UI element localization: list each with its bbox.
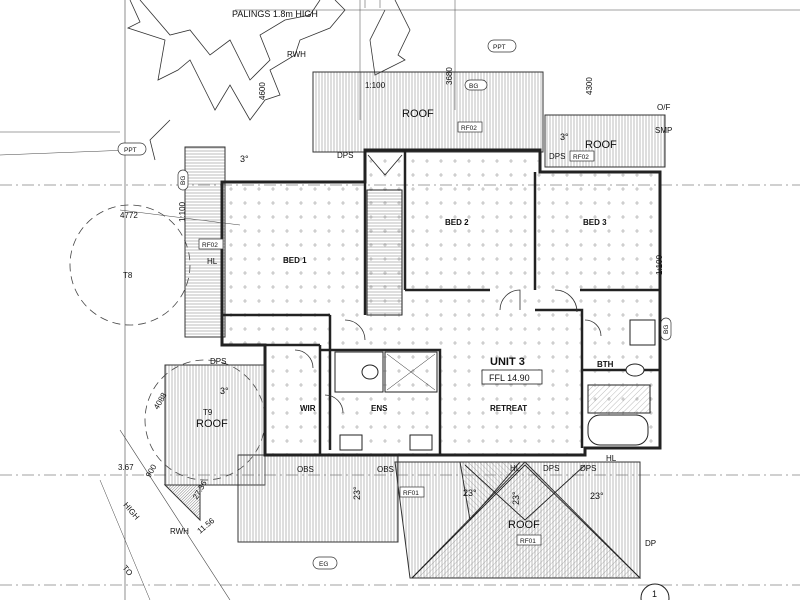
roof-ridges bbox=[411, 464, 641, 579]
hl-bottom: HL bbox=[510, 464, 521, 473]
svg-text:PPT: PPT bbox=[493, 44, 506, 51]
smp-label: SMP bbox=[655, 126, 672, 135]
labels: PALINGS 1.8m HIGH RWH 4600 3680 4300 1:1… bbox=[117, 9, 672, 600]
svg-text:RF02: RF02 bbox=[573, 154, 589, 161]
pitch-3-lower: 3° bbox=[220, 386, 229, 396]
room-bed2: BED 2 bbox=[445, 218, 469, 227]
roof-right: ROOF bbox=[585, 139, 617, 151]
sheet-number: 1 bbox=[652, 589, 657, 599]
room-retreat: RETREAT bbox=[490, 404, 527, 413]
of-label: O/F bbox=[657, 103, 670, 112]
tag-bg-right: BG bbox=[660, 317, 672, 341]
svg-text:RF02: RF02 bbox=[461, 125, 477, 132]
tree-canopy bbox=[126, 0, 411, 161]
scale-top: 1:100 bbox=[365, 81, 386, 90]
hl-right: HL bbox=[606, 454, 617, 463]
svg-text:PPT: PPT bbox=[124, 147, 137, 154]
dim-4300: 4300 bbox=[585, 77, 594, 95]
svg-text:RF01: RF01 bbox=[520, 538, 536, 545]
high-label: HIGH bbox=[121, 501, 141, 522]
obs-1: OBS bbox=[297, 465, 314, 474]
unit-ffl: FFL 14.90 bbox=[489, 373, 530, 383]
room-bed1: BED 1 bbox=[283, 256, 307, 265]
pitch-23-c: 23° bbox=[511, 491, 521, 505]
t8-label: T8 bbox=[123, 271, 133, 280]
tag-bg-left: BG bbox=[177, 169, 189, 191]
interior-walls bbox=[222, 148, 660, 455]
room-wir: WIR bbox=[300, 404, 316, 413]
pitch-23-d: 23° bbox=[590, 491, 604, 501]
tag-rf02-right: RF02 bbox=[569, 150, 595, 162]
rwh-top: RWH bbox=[287, 50, 306, 59]
tag-bg-top: BG bbox=[464, 79, 488, 91]
dps-left: DPS bbox=[210, 357, 226, 366]
fixtures bbox=[334, 319, 656, 451]
rwh-bottom: RWH bbox=[170, 527, 189, 536]
dps-top: DPS bbox=[337, 151, 353, 160]
ffl-box bbox=[481, 369, 543, 385]
obs-2: OBS bbox=[377, 465, 394, 474]
room-bed3: BED 3 bbox=[583, 218, 607, 227]
scale-right: 1:100 bbox=[655, 254, 664, 275]
dim-3680: 3680 bbox=[445, 67, 454, 85]
dp-label: DP bbox=[645, 539, 656, 548]
t9-label: T9 bbox=[203, 408, 213, 417]
pitch-3-left: 3° bbox=[240, 154, 249, 164]
tag-rf02-left: RF02 bbox=[198, 238, 224, 250]
dps-right: DPS bbox=[549, 152, 565, 161]
roof-left: ROOF bbox=[196, 418, 228, 430]
dim-900: 900 bbox=[144, 462, 159, 479]
fence-label: PALINGS 1.8m HIGH bbox=[232, 9, 318, 19]
to-label: TO bbox=[120, 564, 134, 578]
svg-text:RF02: RF02 bbox=[202, 242, 218, 249]
roof-top: ROOF bbox=[402, 108, 434, 120]
unit-name: UNIT 3 bbox=[490, 356, 525, 368]
dps-bottom-2: DPS bbox=[580, 464, 596, 473]
roof-areas bbox=[163, 71, 666, 579]
tag-rf02-top: RF02 bbox=[457, 121, 483, 133]
tag-ppt-left: PPT bbox=[117, 142, 147, 156]
room-bath: BTH bbox=[597, 360, 614, 369]
tag-rf01-bottom: RF01 bbox=[516, 534, 542, 546]
pitch-23-b: 23° bbox=[463, 488, 477, 498]
doors bbox=[294, 289, 602, 414]
svg-text:BG: BG bbox=[663, 325, 670, 334]
pitch-23-a: 23° bbox=[352, 486, 362, 500]
dps-bottom-1: DPS bbox=[543, 464, 559, 473]
dim-367: 3.67 bbox=[118, 463, 134, 472]
svg-text:BG: BG bbox=[180, 176, 187, 185]
tag-rf01-mid: RF01 bbox=[399, 486, 425, 498]
tag-ppt-top: PPT bbox=[487, 39, 517, 53]
scale-left: 1:100 bbox=[178, 201, 187, 222]
sheet-marker bbox=[640, 583, 670, 600]
hl-left: HL bbox=[207, 257, 218, 266]
stair bbox=[366, 154, 403, 316]
svg-text:EG: EG bbox=[319, 561, 328, 568]
tag-eg: EG bbox=[312, 556, 338, 570]
svg-text:RF01: RF01 bbox=[403, 490, 419, 497]
svg-text:BG: BG bbox=[469, 83, 478, 90]
room-ensuite: ENS bbox=[371, 404, 388, 413]
roof-bottom: ROOF bbox=[508, 519, 540, 531]
dim-4600: 4600 bbox=[258, 82, 267, 100]
dim-4772: 4772 bbox=[120, 211, 138, 220]
pitch-3-right: 3° bbox=[560, 132, 569, 142]
